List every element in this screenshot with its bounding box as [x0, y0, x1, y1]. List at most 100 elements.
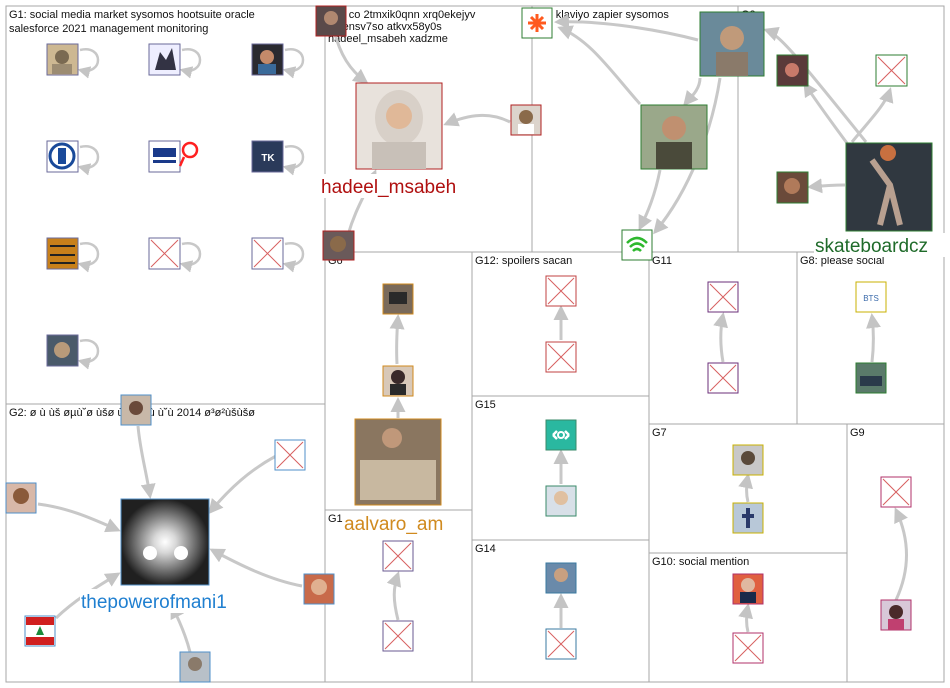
edge: [389, 314, 405, 365]
group-frame-g9: [846, 423, 945, 683]
edge: [683, 77, 702, 107]
broken-image-node[interactable]: [148, 237, 181, 270]
broken-image-node[interactable]: [274, 439, 306, 471]
avatar-node[interactable]: [46, 334, 79, 367]
node-label-thepowerofmani1: thepowerofmani1: [81, 592, 227, 613]
broken-image-node[interactable]: [382, 620, 414, 652]
edge: [807, 178, 846, 194]
node-labels: hadeel_msabeh skateboardcz aalvaro_am th…: [80, 174, 946, 613]
group-frame-g11: [648, 251, 798, 425]
broken-image-node[interactable]: [707, 362, 739, 394]
wifi-icon[interactable]: [621, 229, 653, 261]
avatar-node[interactable]: [855, 362, 887, 394]
avatar-node[interactable]: [732, 444, 764, 476]
logo-node[interactable]: [148, 140, 181, 173]
logo-node[interactable]: TK: [251, 140, 284, 173]
node-label-hadeel: hadeel_msabeh: [321, 177, 456, 198]
group-label-g4: G4: klaviyo zapier sysomos: [535, 9, 669, 21]
broken-image-node[interactable]: [251, 237, 284, 270]
edge: [803, 81, 854, 151]
avatar-node[interactable]: [46, 43, 79, 76]
edge: [894, 507, 908, 601]
avatar-node[interactable]: [382, 365, 414, 397]
avatar-node[interactable]: [880, 599, 912, 631]
flag-node[interactable]: [24, 615, 56, 647]
group-label-g9: G9: [850, 427, 865, 439]
avatar-node[interactable]: [640, 104, 708, 170]
label-bg: [814, 233, 946, 257]
logo-node[interactable]: BTS: [855, 281, 887, 313]
avatar-node[interactable]: [732, 573, 764, 605]
edge: [738, 473, 754, 503]
edge: [77, 242, 100, 273]
edge: [282, 242, 305, 273]
edge: [209, 548, 303, 588]
edge: [208, 454, 277, 515]
edge: [850, 87, 894, 143]
edge: [77, 48, 100, 79]
edge: [37, 502, 121, 533]
avatar-node[interactable]: [120, 394, 152, 426]
avatar-node[interactable]: [732, 502, 764, 534]
avatar-node-aalvaro[interactable]: [354, 418, 442, 506]
edge: [179, 48, 202, 79]
avatar-node[interactable]: [382, 283, 414, 315]
broken-image-node[interactable]: [707, 281, 739, 313]
label-bg: [320, 174, 476, 198]
avatar-node[interactable]: [510, 104, 542, 136]
avatar-node[interactable]: [776, 54, 809, 87]
logo-node[interactable]: [545, 419, 577, 451]
svg-text:TK: TK: [261, 153, 275, 164]
edge: [443, 112, 511, 127]
avatar-node-thepowerofmani1[interactable]: [120, 498, 210, 586]
avatar-node[interactable]: [315, 5, 347, 37]
broken-image-node[interactable]: [732, 632, 764, 664]
avatar-node[interactable]: [303, 573, 335, 605]
logo-node[interactable]: [46, 140, 79, 173]
edge: [713, 312, 729, 363]
self-loop-highlight: [178, 141, 199, 167]
logo-node[interactable]: [148, 43, 181, 76]
logo-node-zapier[interactable]: [521, 7, 553, 39]
edge: [77, 339, 100, 370]
avatar-node[interactable]: [46, 237, 79, 270]
group-frame-g13: [324, 509, 473, 683]
broken-image-node[interactable]: [382, 540, 414, 572]
edge: [179, 242, 202, 273]
node-label-aalvaro: aalvaro_am: [344, 514, 443, 535]
broken-image-node[interactable]: [880, 476, 912, 508]
group-label-g1: G1: social media market sysomos hootsuit…: [9, 9, 255, 35]
avatar-node[interactable]: [322, 230, 355, 261]
avatar-node[interactable]: [545, 562, 577, 594]
edge: [77, 145, 100, 176]
node-label-skateboardcz: skateboardcz: [815, 236, 928, 257]
edge: [557, 25, 642, 105]
avatar-node-hadeel[interactable]: [355, 82, 443, 170]
edge: [866, 313, 881, 363]
avatar-node[interactable]: [699, 11, 765, 77]
group-frame-g8: [796, 251, 945, 425]
label-bg: [343, 511, 459, 535]
broken-image-node[interactable]: [545, 275, 577, 307]
label-bg: [80, 589, 248, 613]
avatar-node[interactable]: [776, 171, 809, 204]
broken-image-node[interactable]: [545, 628, 577, 660]
broken-image-node[interactable]: [545, 341, 577, 373]
nodes: TK BTS: [5, 5, 933, 683]
group-label-g14: G14: [475, 543, 496, 555]
avatar-node[interactable]: [251, 43, 284, 76]
edge: [638, 169, 662, 231]
edge: [282, 48, 305, 79]
avatar-node[interactable]: [545, 485, 577, 517]
svg-text:BTS: BTS: [863, 294, 879, 303]
group-label-g8: G8: please social: [800, 255, 884, 267]
edge: [386, 571, 402, 621]
avatar-node[interactable]: [179, 651, 211, 683]
avatar-node-skateboardcz[interactable]: [845, 142, 933, 232]
broken-image-node[interactable]: [875, 54, 908, 87]
avatar-node[interactable]: [5, 482, 37, 514]
edge: [554, 13, 699, 42]
group-label-g12: G12: spoilers sacan: [475, 255, 572, 267]
